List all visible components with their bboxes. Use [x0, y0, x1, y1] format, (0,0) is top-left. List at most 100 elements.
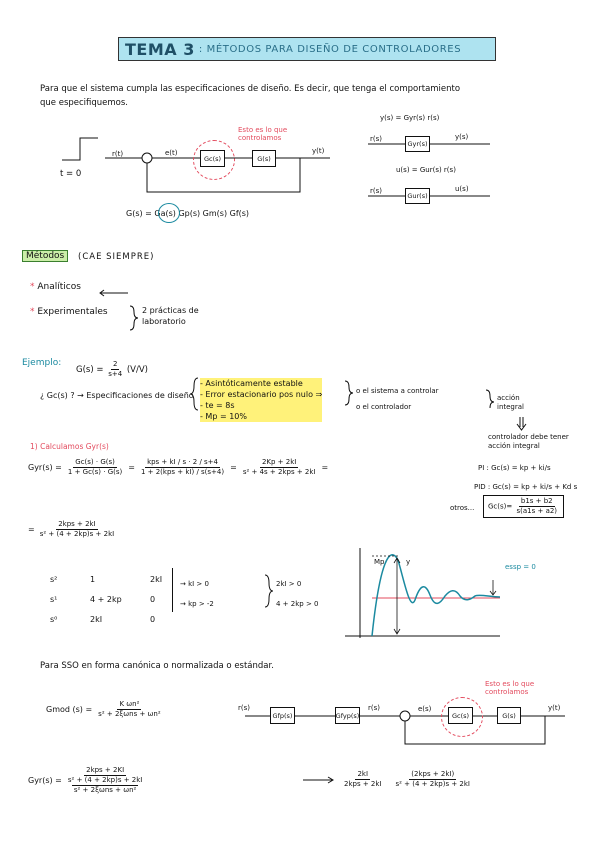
intro-line-1: Para que el sistema cumpla las especific…	[40, 84, 461, 94]
experimentales-label: * Experimentales	[30, 307, 108, 317]
f3-den: s² + 4s + 2kps + 2kI	[242, 468, 316, 476]
gmod-den: s² + 2ξωns + ωn²	[98, 710, 161, 718]
f3-num: 2Kp + 2kI	[259, 458, 299, 468]
s2-e-label: e(s)	[418, 705, 432, 713]
final-fraction: 2kps + 2KI s² + (4 + 2kp)s + 2kI s² + 2ξ…	[66, 766, 144, 795]
example-question: ¿ Gc(s) ? → Especificaciones de diseño	[40, 391, 194, 400]
spec-item: - te = 8s	[200, 400, 323, 411]
gur-equation: u(s) = Gur(s) r(s)	[396, 166, 456, 174]
final-den: s² + (4 + 2kp)s + 2kI	[67, 776, 143, 784]
spec-list: - Asintóticamente estable - Error estaci…	[200, 378, 323, 422]
section2-text: Para SSO en forma canónica o normalizada…	[40, 661, 274, 671]
routh-a: 4 + 2kp	[90, 595, 122, 604]
e-label: e(t)	[165, 149, 178, 157]
pi-formula: PI : Gc(s) = kp + ki/s	[478, 464, 551, 472]
final-row: Gyr(s) = 2kps + 2KI s² + (4 + 2kp)s + 2k…	[28, 766, 144, 795]
option-2: o el controlador	[356, 403, 412, 411]
f2-den: 1 + 2(kps + kI) / s(s+4)	[140, 468, 225, 476]
eq-sign: =	[28, 525, 35, 534]
f2-num: kps + kI / s · 2 / s+4	[145, 458, 220, 468]
p2-den: s² + (4 + 2kp)s + 2kI	[395, 780, 470, 788]
eq-sign: =	[321, 463, 329, 472]
eq-sign: =	[230, 463, 237, 472]
routh-divider	[172, 568, 173, 612]
methods-label: Métodos	[22, 250, 69, 262]
gs-text: G(s) =	[76, 365, 107, 375]
pid-formula: PID : Gc(s) = kp + ki/s + Kd s	[474, 483, 578, 491]
calc-step: 1) Calculamos Gyr(s)	[30, 442, 109, 451]
methods-note: (CAE SIEMPRE)	[78, 252, 155, 262]
final-p2: (2kps + 2kI)s² + (4 + 2kp)s + 2kI	[394, 770, 472, 789]
gur-block: Gur(s)	[405, 188, 430, 204]
calc-lhs: Gyr(s) =	[28, 463, 62, 472]
s2-y-label: y(t)	[548, 704, 561, 712]
routh-cond-3: 2kI > 0	[276, 580, 302, 588]
routh-power: s¹	[50, 595, 58, 604]
gfyp-block: Gfyp(s)	[335, 707, 360, 724]
control-note: Esto es lo que controlamos	[238, 126, 288, 142]
highlight-circle	[193, 140, 235, 180]
example-label: Ejemplo:	[22, 358, 62, 368]
y-axis-label: y	[406, 558, 411, 566]
final-den2: s² + 2ξωns + ωn²	[71, 785, 139, 794]
gs-den: s+4	[108, 370, 123, 378]
g-block: G(s)	[252, 150, 276, 167]
controller-note: controlador debe tener acción integral	[488, 433, 569, 450]
step-time-label: t = 0	[60, 169, 82, 179]
title-box: TEMA 3 : MÉTODOS PARA DISEÑO DE CONTROLA…	[118, 37, 496, 61]
r2-label: r(s)	[370, 135, 382, 143]
final-lhs: Gyr(s) =	[28, 776, 62, 785]
routh-row: s¹ 4 + 2kp 0	[50, 595, 190, 615]
otros-label: otros...	[450, 504, 475, 512]
s2-control-note: Esto es lo que controlamos	[485, 680, 535, 696]
f1-num: Gc(s) · G(s)	[73, 458, 117, 468]
s2-r-label: r(s)	[238, 704, 250, 712]
g-formula: G(s) = Ga(s) Gp(s) Gm(s) Gf(s)	[126, 209, 250, 218]
routh-power: s²	[50, 575, 58, 584]
routh-a: 1	[90, 575, 96, 584]
essp-label: essp = 0	[505, 563, 536, 571]
u-label: u(s)	[455, 185, 469, 193]
calc-f1: Gc(s) · G(s)1 + Gc(s) · G(s)	[66, 458, 124, 477]
p1-den: 2kps + 2kI	[344, 780, 382, 788]
otros-gc: Gc(s)=	[488, 502, 515, 511]
f1-den: 1 + Gc(s) · G(s)	[67, 468, 123, 476]
otros-num: b1s + b2	[518, 497, 555, 507]
gyr-block: Gyr(s)	[405, 136, 430, 152]
routh-row: s² 1 2kI	[50, 575, 190, 595]
routh-table: s² 1 2kI s¹ 4 + 2kp 0 s⁰ 2kI 0	[50, 575, 190, 635]
routh-cond-4: 4 + 2kp > 0	[276, 600, 319, 608]
eq-sign: =	[128, 463, 135, 472]
experimentales-note: 2 prácticas de laboratorio	[142, 306, 199, 326]
final-num: 2kps + 2KI	[84, 766, 127, 776]
routh-cond-1: → kI > 0	[180, 580, 209, 588]
integral-note: acción integral	[497, 394, 524, 411]
gs-units: (V/V)	[126, 365, 148, 375]
routh-b: 0	[150, 595, 156, 604]
gmod-num: K ωn²	[117, 700, 142, 710]
routh-a: 2kI	[90, 615, 103, 624]
s2-highlight-circle	[441, 697, 483, 737]
routh-b: 0	[150, 615, 156, 624]
f4-num: 2kps + 2kI	[56, 520, 98, 530]
f4-den: s² + (4 + 2kp)s + 2kI	[39, 530, 115, 538]
r-label: r(t)	[112, 150, 124, 158]
calc-row: Gyr(s) = Gc(s) · G(s)1 + Gc(s) · G(s) = …	[28, 458, 328, 477]
y2-label: y(s)	[455, 133, 469, 141]
spec-item: - Asintóticamente estable	[200, 378, 323, 389]
routh-cond-2: → kp > -2	[180, 600, 214, 608]
analiticos-label: * Analíticos	[30, 282, 81, 292]
routh-power: s⁰	[50, 615, 58, 624]
